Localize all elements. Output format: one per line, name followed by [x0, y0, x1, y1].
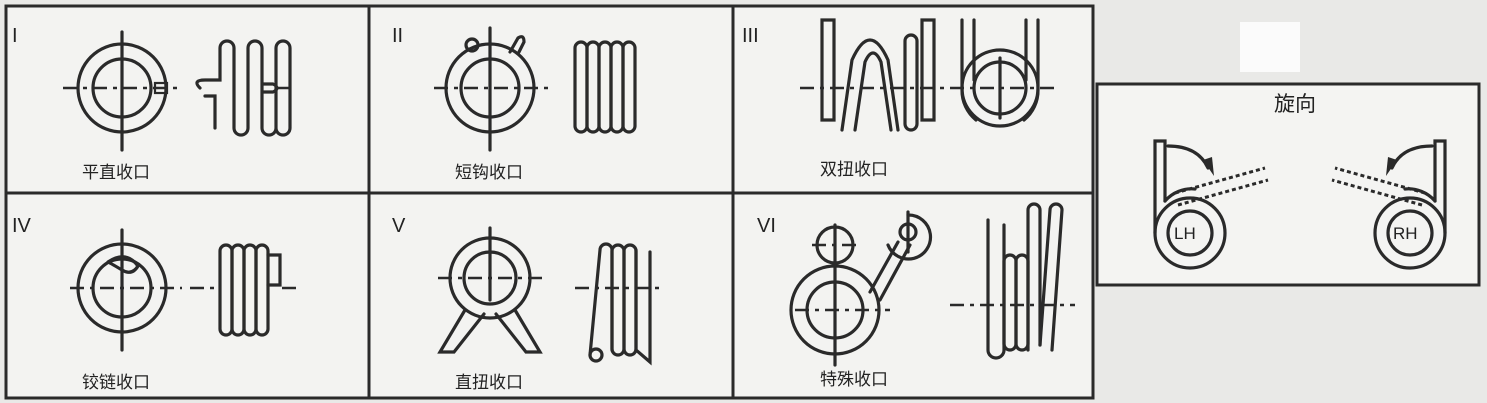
cell-numeral: III [742, 25, 759, 47]
left-hand-figure: LH [1153, 139, 1269, 270]
cell-special-end: VI 特殊收口 [757, 202, 1075, 390]
right-hand-figure: RH [1331, 139, 1447, 270]
end-types-grid [4, 4, 1095, 400]
cell-straight-end: I 平直收口 [12, 25, 292, 183]
panel-title: 旋向 [1274, 92, 1316, 116]
cell-numeral: I [12, 25, 18, 47]
cell-numeral: IV [12, 215, 32, 237]
end-view-figure [434, 26, 550, 152]
side-view-coil [573, 40, 637, 134]
cell-hinge-end: IV 铰链收口 [12, 215, 300, 393]
cell-short-hook-end: II 短钩收口 [392, 25, 637, 183]
end-view-figure [63, 30, 182, 152]
side-view-coil [950, 202, 1075, 360]
cell-numeral: VI [757, 215, 776, 237]
lh-label: LH [1174, 224, 1196, 243]
end-view-figure [950, 18, 1055, 128]
cell-numeral: V [392, 215, 406, 237]
end-view-figure [789, 210, 933, 367]
side-view-coil [190, 243, 300, 337]
side-view-coil [195, 39, 292, 137]
cell-label: 直扭收口 [455, 373, 523, 393]
cell-straight-torsion-end: V 直扭收口 [392, 215, 665, 393]
winding-direction-panel: 旋向 LH RH [1095, 82, 1481, 287]
cell-numeral: II [392, 25, 403, 47]
cell-label: 特殊收口 [820, 370, 888, 390]
cell-label: 铰链收口 [82, 373, 150, 393]
cell-label: 短钩收口 [455, 163, 523, 183]
end-view-figure [437, 226, 545, 354]
rh-label: RH [1393, 224, 1418, 243]
side-view-coil [575, 242, 665, 366]
cell-double-torsion-end: III 双扭收口 [742, 18, 1055, 180]
end-view-figure [70, 228, 182, 352]
cell-label: 双扭收口 [820, 160, 888, 180]
cell-label: 平直收口 [82, 163, 150, 183]
side-view-coil [800, 18, 950, 132]
